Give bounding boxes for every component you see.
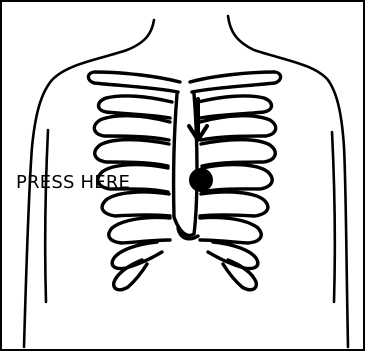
press-here-label: PRESS HERE [16, 172, 130, 193]
press-point-dot-icon [189, 168, 213, 192]
